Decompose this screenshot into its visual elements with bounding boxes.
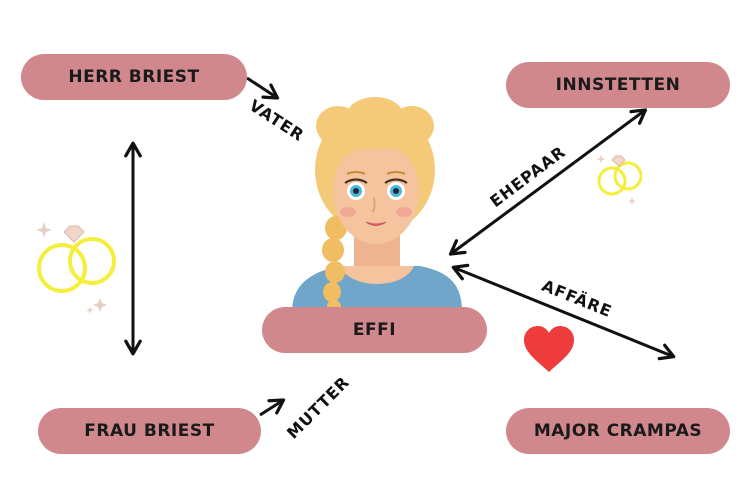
- node-innstetten: INNSTETTEN: [506, 62, 730, 108]
- wedding-rings-small-icon: [596, 154, 643, 205]
- mutter-arrow: [259, 398, 286, 417]
- node-major-crampas: MAJOR CRAMPAS: [506, 408, 730, 454]
- effi-portrait-illustration: [292, 97, 462, 312]
- affaere-double-arrow: [451, 263, 676, 361]
- node-herr-briest: HERR BRIEST: [21, 54, 247, 100]
- vater-arrow: [246, 76, 280, 100]
- ehepaar-double-arrow: [448, 108, 648, 256]
- node-effi: EFFI: [262, 307, 487, 353]
- wedding-rings-icon: [36, 222, 116, 314]
- heart-icon: [524, 326, 574, 372]
- node-frau-briest: FRAU BRIEST: [38, 408, 261, 454]
